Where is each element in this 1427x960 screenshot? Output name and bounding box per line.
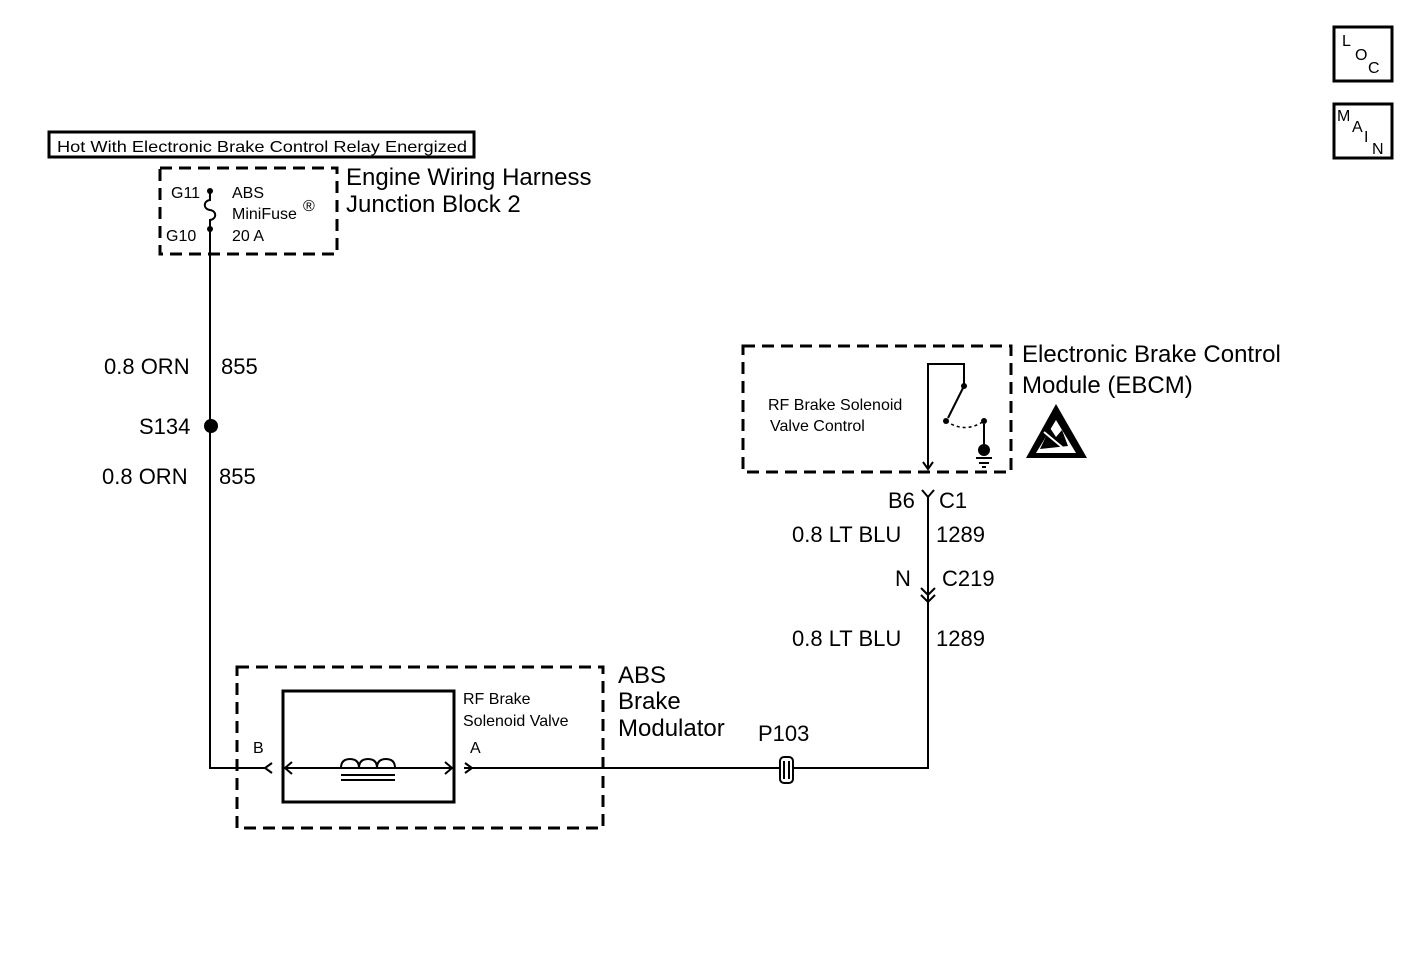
ebcm-control-label-1: RF Brake Solenoid	[768, 397, 902, 414]
hot-label-box: Hot With Electronic Brake Control Relay …	[47, 130, 476, 159]
wire-1289-lower-gauge-color: 0.8 LT BLU	[792, 626, 901, 651]
ebcm-pin-arrow	[922, 461, 934, 471]
ebcm-ground-node	[978, 444, 990, 456]
loc-letter-2: O	[1355, 47, 1367, 64]
terminal-b-symbol	[263, 762, 273, 774]
wire-1289-lower-circuit: 1289	[936, 626, 985, 651]
wire-1289-upper-gauge-color: 0.8 LT BLU	[792, 522, 901, 547]
terminal-b-label: B	[253, 740, 264, 757]
wire-1289-upper-circuit: 1289	[936, 522, 985, 547]
abs-brake-modulator: B A RF Brake Solenoid Valve ABS Brake Mo…	[235, 662, 725, 830]
modulator-title-2: Brake	[618, 688, 681, 715]
junction-block-title-2: Junction Block 2	[346, 191, 521, 218]
modulator-boundary	[235, 665, 605, 830]
splice-s134-dot	[204, 419, 218, 433]
wire-855-lower-circuit: 855	[219, 464, 256, 489]
splice-s134-label: S134	[139, 414, 190, 439]
solenoid-valve-label-2: Solenoid Valve	[463, 713, 569, 730]
main-letter-2: A	[1352, 119, 1363, 136]
main-letter-1: M	[1337, 108, 1350, 125]
junction-block-boundary	[158, 166, 339, 256]
fuse-name: ABS	[232, 185, 264, 202]
esd-warning-icon	[1026, 404, 1087, 458]
fuse-symbol	[203, 191, 217, 229]
ebcm-switch-dotted-link	[945, 420, 985, 429]
terminal-a-label: A	[470, 740, 481, 757]
ebcm: RF Brake Solenoid Valve Control Electron…	[741, 341, 1281, 474]
ebcm-internal-line	[927, 363, 965, 468]
ebcm-boundary	[741, 344, 1013, 474]
terminal-g11: G11	[171, 185, 200, 202]
ebcm-ground-symbol	[976, 457, 992, 468]
ebcm-title-1: Electronic Brake Control	[1022, 341, 1281, 368]
fuse-registered-mark: ®	[303, 198, 315, 215]
solenoid-valve-box	[281, 689, 456, 804]
pass-through-p103-label: P103	[758, 721, 809, 746]
connector-c219-name: C219	[942, 566, 995, 591]
wire-855-upper-circuit: 855	[221, 354, 258, 379]
pass-through-p103: P103	[758, 721, 809, 784]
solenoid-lead-arrows	[283, 761, 454, 775]
modulator-title-1: ABS	[618, 662, 666, 689]
terminal-g10: G10	[166, 228, 196, 245]
ebcm-pin-b6: B6	[888, 488, 915, 513]
modulator-title-3: Modulator	[618, 715, 725, 742]
ebcm-title-2: Module (EBCM)	[1022, 372, 1193, 399]
connector-c219-symbol	[920, 587, 936, 604]
main-letter-4: N	[1372, 141, 1384, 158]
terminal-a-symbol	[464, 762, 474, 774]
ebcm-switch-blade	[947, 385, 965, 419]
ebcm-connector-c1: C1	[939, 488, 967, 513]
loc-letter-1: L	[1342, 33, 1351, 50]
solenoid-core	[341, 774, 395, 781]
loc-button[interactable]: L O C	[1332, 25, 1394, 83]
main-letter-3: I	[1364, 129, 1368, 146]
wire-1289	[793, 497, 929, 769]
ebcm-connector-c1-symbol	[921, 489, 935, 499]
junction-block: G11 G10 ABS MiniFuse ® 20 A Engine Wirin…	[158, 164, 591, 256]
fuse-rating: 20 A	[232, 228, 264, 245]
ebcm-control-label-2: Valve Control	[770, 418, 865, 435]
wire-855	[209, 229, 265, 769]
junction-block-title-1: Engine Wiring Harness	[346, 164, 591, 191]
loc-letter-3: C	[1368, 60, 1380, 77]
solenoid-coil-icon	[340, 757, 396, 769]
solenoid-valve-label-1: RF Brake	[463, 691, 531, 708]
fuse-type: MiniFuse	[232, 206, 297, 223]
main-button[interactable]: M A I N	[1332, 102, 1394, 160]
connector-c219-pin: N	[895, 566, 911, 591]
hot-label: Hot With Electronic Brake Control Relay …	[57, 139, 467, 156]
wire-855-lower-gauge-color: 0.8 ORN	[102, 464, 188, 489]
wire-855-upper-gauge-color: 0.8 ORN	[104, 354, 190, 379]
